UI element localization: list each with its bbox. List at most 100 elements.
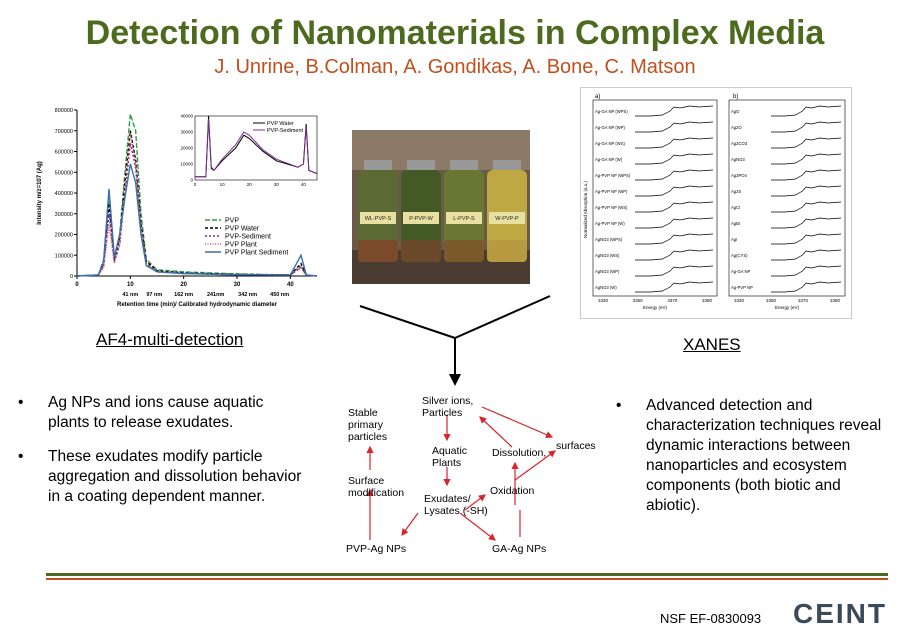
- af4-lines: [76, 113, 318, 277]
- xanes-spectrum: [635, 233, 714, 245]
- legend-label: PVP Water: [225, 226, 260, 233]
- af4-caption: AF4-multi-detection: [96, 330, 244, 349]
- inset-series-line: [195, 119, 318, 178]
- inset-x-tick-label: 0: [194, 182, 197, 187]
- x-tick-label: 0: [75, 282, 79, 288]
- xanes-spectrum: [635, 105, 714, 117]
- node-dissolution: Dissolution,: [492, 447, 547, 459]
- xanes-frame: [728, 99, 846, 297]
- y-tick-label: 0: [70, 274, 73, 280]
- xanes-x-axis-label: Energy (eV): [775, 305, 800, 310]
- authors: J. Unrine, B.Colman, A. Gondikas, A. Bon…: [214, 56, 696, 78]
- xanes-series-label: AgNO3 (WP): [595, 269, 620, 274]
- xanes-frame: [592, 99, 718, 297]
- xanes-series-label: Ag3PO4: [731, 173, 748, 178]
- node-silver: Silver ions, Particles: [422, 395, 474, 419]
- af4-chart: 0100000200000300000400000500000600000700…: [37, 108, 318, 308]
- xanes-spectrum: [635, 217, 714, 229]
- y-axis-label: Intensity m/z=107 (Ag): [37, 161, 43, 225]
- xanes-panel-b-label: b): [733, 94, 738, 100]
- jar-sediment: [487, 240, 527, 262]
- xanes-spectrum: [635, 153, 714, 165]
- xanes-spectrum: [771, 265, 842, 277]
- process-diagram: Silver ions, Particles Stable primary pa…: [330, 385, 610, 565]
- xanes-x-tick-label: 3350: [766, 298, 777, 303]
- right-bullets: Advanced detection and characterization …: [616, 396, 891, 530]
- xanes-series-label: AgO: [731, 109, 740, 114]
- grant-number: NSF EF-0830093: [660, 611, 762, 626]
- xanes-series-label: AgNO3 (WS): [595, 253, 620, 258]
- xanes-series-label: Ag-PVP NP (WP): [595, 189, 628, 194]
- xanes-series-label: Ag-GA NP (W): [595, 157, 623, 162]
- inset-x-tick-label: 10: [220, 182, 226, 187]
- xanes-x-tick-label: 3330: [734, 298, 745, 303]
- xanes-x-tick-label: 3350: [633, 298, 644, 303]
- legend-label: PVP: [225, 218, 239, 225]
- xanes-spectrum: [771, 137, 842, 149]
- xanes-spectrum: [635, 201, 714, 213]
- legend-label: PVP-Sediment: [225, 234, 271, 241]
- xanes-spectrum: [635, 121, 714, 133]
- xanes-panel-a-label: a): [595, 94, 600, 100]
- xanes-x-tick-label: 3390: [830, 298, 841, 303]
- xanes-spectrum: [635, 249, 714, 261]
- xanes-series-label: Ag-PVP NP: [731, 285, 753, 290]
- node-surface-mod: Surface modification: [348, 475, 405, 499]
- inset-x-tick-label: 30: [274, 182, 280, 187]
- xanes-spectrum: [771, 121, 842, 133]
- xanes-spectrum: [771, 281, 842, 293]
- node-stable: Stable primary particles: [348, 407, 388, 443]
- jar-sediment: [401, 240, 441, 262]
- bullet-item: Ag NPs and ions cause aquatic plants to …: [18, 393, 308, 433]
- ceint-logo: CEINT: [793, 598, 887, 629]
- xanes-x-tick-label: 3330: [598, 298, 609, 303]
- size-label: 241nm: [207, 292, 225, 298]
- jar-label: [489, 212, 525, 224]
- jar-label: [403, 212, 439, 224]
- xanes-series-label: AgNO3 (WPS): [595, 237, 623, 242]
- y-tick-label: 500000: [55, 170, 73, 176]
- xanes-caption: XANES: [683, 335, 741, 354]
- xanes-spectrum: [635, 281, 714, 293]
- size-label: 342 nm: [238, 292, 257, 298]
- xanes-panel-b: AgOAg2OAg2CO3AgNO3Ag3PO4Ag2SAgClAgBrAgIA…: [728, 99, 846, 310]
- xanes-spectrum: [771, 249, 842, 261]
- xanes-series-label: AgNO3 (W): [595, 285, 617, 290]
- jar-label-text: L-PVP-S: [453, 216, 475, 222]
- xanes-series-label: Ag2O: [731, 125, 742, 130]
- xanes-spectrum: [771, 169, 842, 181]
- jar-label: [360, 212, 396, 224]
- x-axis-label: Retention time (min)/ Calibrated hydrody…: [117, 302, 278, 308]
- jar-label-text: P-PVP-W: [409, 216, 433, 222]
- inset-y-tick-label: 30000: [180, 130, 193, 135]
- xanes-x-tick-label: 3390: [702, 298, 713, 303]
- xanes-spectrum: [771, 105, 842, 117]
- xanes-series-label: Ag-GA NP (WP): [595, 125, 626, 130]
- jar-lid: [493, 160, 521, 170]
- y-tick-label: 600000: [55, 150, 73, 156]
- jar-sediment: [444, 240, 484, 262]
- xanes-series-label: AgNO3: [731, 157, 745, 162]
- inset-x-tick-label: 40: [301, 182, 307, 187]
- size-label: 162 nm: [174, 292, 193, 298]
- legend-label: PVP Plant: [225, 242, 257, 249]
- bullet-item: Advanced detection and characterization …: [616, 396, 891, 516]
- xanes-series-label: Ag(CYS): [731, 253, 748, 258]
- xanes-ylabel: Normalized Absorption (a.u.): [583, 180, 588, 238]
- jar-label-text: W-PVP-P: [495, 216, 519, 222]
- node-ga: GA-Ag NPs: [492, 543, 547, 555]
- jar-lid: [450, 160, 478, 170]
- left-bullets: Ag NPs and ions cause aquatic plants to …: [18, 393, 308, 521]
- x-tick-label: 40: [287, 282, 294, 288]
- y-tick-label: 400000: [55, 191, 73, 197]
- node-surfaces: surfaces: [556, 440, 596, 452]
- jar-lid: [407, 160, 435, 170]
- xanes-series-label: Ag-GA NP: [731, 269, 751, 274]
- xanes-spectrum: [771, 153, 842, 165]
- inset-y-tick-label: 10000: [180, 162, 193, 167]
- xanes-spectrum: [771, 233, 842, 245]
- jar-label: [446, 212, 482, 224]
- xanes-series-label: Ag-PVP NP (WS): [595, 205, 628, 210]
